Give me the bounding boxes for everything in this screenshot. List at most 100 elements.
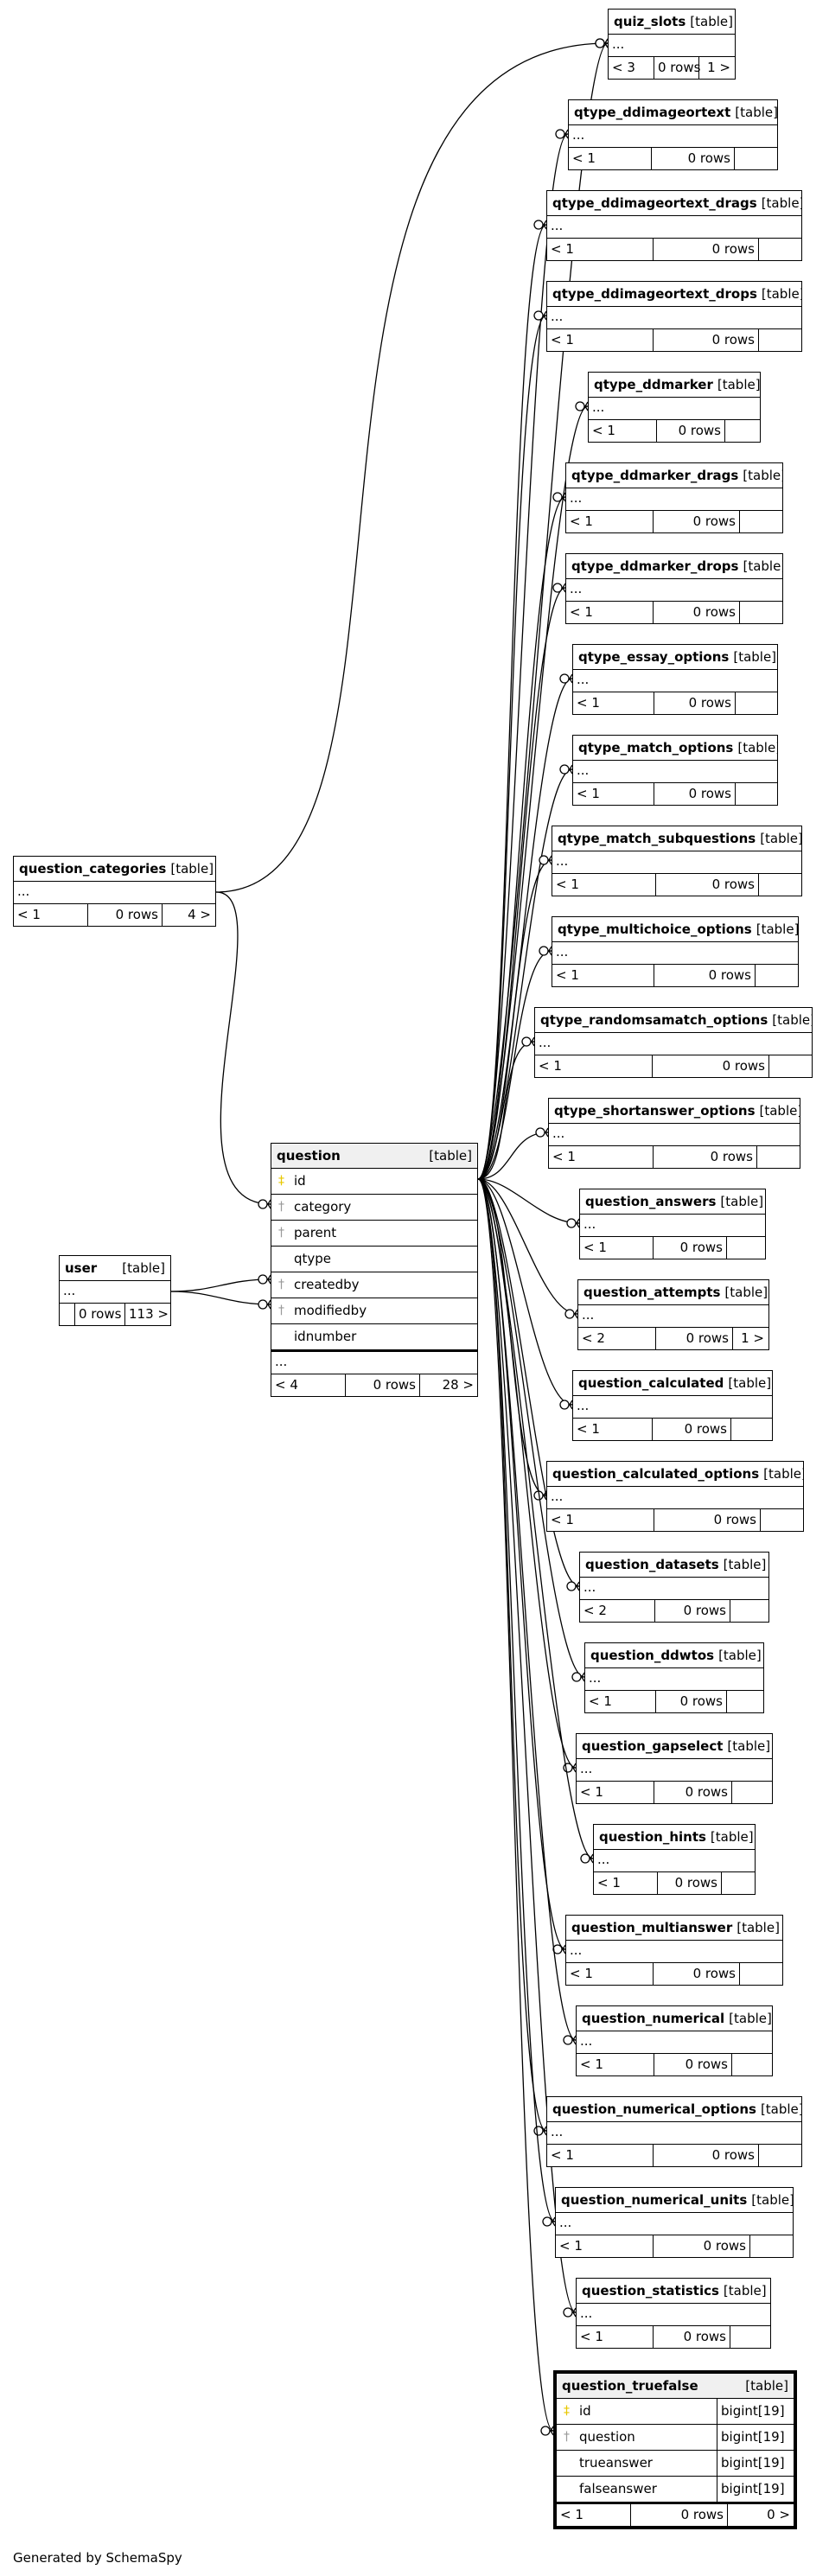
child-count[interactable] [761,1509,802,1531]
column-row[interactable]: †createdby [271,1272,477,1298]
parent-count[interactable]: < 1 [577,2054,654,2075]
child-count[interactable] [769,1055,811,1077]
column-row[interactable]: idnumber [271,1324,477,1350]
table-kind: [table] [429,1148,472,1164]
parent-count[interactable]: < 1 [566,511,654,532]
child-count[interactable] [722,1872,754,1894]
parent-count[interactable]: < 1 [573,692,654,714]
parent-count[interactable]: < 1 [577,1782,654,1803]
child-count[interactable] [735,148,776,169]
child-count[interactable] [740,602,781,623]
child-count[interactable] [732,2054,771,2075]
child-count[interactable]: 113 > [129,1306,169,1322]
child-count[interactable] [736,692,776,714]
child-count[interactable] [740,511,781,532]
parent-count[interactable]: < 4 [271,1374,346,1396]
child-count[interactable] [740,1963,781,1985]
parent-count[interactable]: < 1 [589,420,657,442]
column-row[interactable]: †modifiedby [271,1298,477,1324]
child-count[interactable] [730,1600,768,1622]
parent-count[interactable]: < 1 [569,148,652,169]
column-row[interactable]: ‡id [271,1169,477,1195]
parent-count[interactable]: < 1 [566,1963,654,1985]
parent-count[interactable]: < 1 [573,1419,653,1440]
parent-count[interactable]: < 1 [552,965,654,986]
parent-count[interactable]: < 1 [566,602,654,623]
parent-count[interactable]: < 1 [557,2504,631,2526]
table-question-calculated-options[interactable]: question_calculated_options[table]...< 1… [546,1461,804,1532]
parent-count[interactable]: < 2 [580,1600,655,1622]
table-user[interactable]: user[table] ... 0 rows 113 > [59,1255,171,1326]
column-row[interactable]: †category [271,1195,477,1221]
column-row[interactable]: qtype [271,1247,477,1272]
parent-count[interactable]: < 1 [577,2326,654,2348]
parent-count[interactable]: < 1 [580,1237,654,1259]
child-count[interactable] [759,329,800,351]
child-count[interactable] [732,1782,771,1803]
child-count[interactable]: 1 > [707,60,730,75]
child-count[interactable] [736,783,776,805]
child-count[interactable] [759,874,800,896]
child-count[interactable] [757,1146,799,1168]
parent-count[interactable]: < 1 [573,783,654,805]
child-count[interactable] [727,1691,762,1712]
parent-count[interactable]: < 2 [578,1328,656,1349]
parent-count[interactable]: < 1 [547,2145,654,2166]
child-count[interactable] [750,2235,792,2257]
parent-count[interactable]: < 1 [535,1055,653,1077]
parent-count[interactable]: < 1 [585,1691,656,1712]
child-count[interactable] [730,2326,769,2348]
child-count[interactable]: 28 > [442,1377,474,1393]
child-count[interactable]: 4 > [188,907,211,922]
parent-count[interactable]: < 1 [556,2235,654,2257]
child-count[interactable] [725,420,759,442]
child-count[interactable]: 1 > [741,1330,764,1346]
parent-count[interactable]: < 1 [549,1146,654,1168]
child-count[interactable] [731,1419,771,1440]
parent-count[interactable]: < 1 [547,239,654,260]
parent-count[interactable]: < 3 [609,57,654,79]
child-count[interactable] [759,239,800,260]
parent-count[interactable]: < 1 [547,1509,654,1531]
parent-count[interactable]: < 1 [552,874,656,896]
column-row[interactable]: †parent [271,1221,477,1247]
parent-count[interactable]: < 1 [547,329,654,351]
child-count[interactable] [727,1237,764,1259]
parent-count[interactable]: < 1 [14,904,88,926]
child-count[interactable] [756,965,797,986]
table-qtype-randomsamatch-options[interactable]: qtype_randomsamatch_options[table]...< 1… [534,1007,813,1078]
table-question-categories[interactable]: question_categories[table] ... < 1 0 row… [13,856,216,927]
child-count[interactable] [759,2145,800,2166]
parent-count[interactable]: < 1 [594,1872,658,1894]
